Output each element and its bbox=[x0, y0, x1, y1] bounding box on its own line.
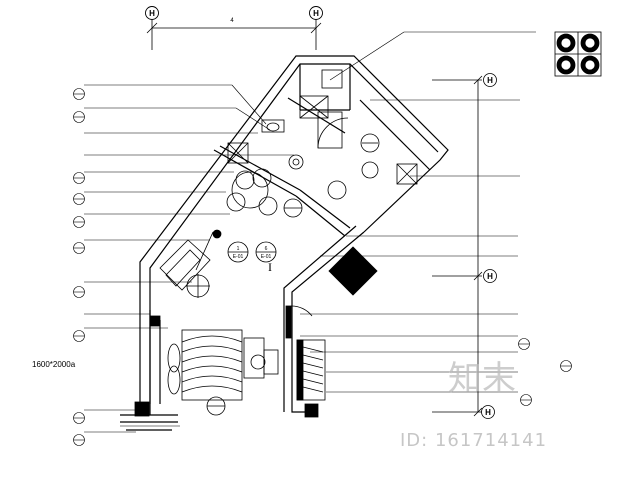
right-leader-lines bbox=[300, 31, 536, 393]
elevation-tag-1: 1 E-01 bbox=[227, 241, 249, 263]
elevation-tag-1-bottom: E-01 bbox=[233, 254, 244, 260]
wardrobe-hatch bbox=[296, 339, 326, 401]
bottom-column-left bbox=[134, 401, 150, 417]
grid-marker-right-2-label: H bbox=[487, 272, 493, 281]
grid-marker-right-3-label: H bbox=[485, 408, 491, 417]
right-circle-tags bbox=[518, 338, 572, 406]
watermark-logo: 知末 bbox=[448, 359, 516, 399]
shower-area bbox=[317, 111, 380, 200]
top-dimension-label: 4 bbox=[230, 18, 234, 24]
grid-marker-right-1-label: H bbox=[487, 76, 493, 85]
elevation-tag-2: 6 E-01 bbox=[255, 241, 277, 263]
toilet bbox=[261, 119, 285, 133]
watermark-id: ID: 161714141 bbox=[400, 430, 547, 451]
grid-marker-top-left-label: H bbox=[149, 9, 155, 18]
room-type-label: I bbox=[268, 260, 272, 274]
grid-marker-right-2: H bbox=[483, 269, 497, 283]
elevation-tag-2-top: 6 bbox=[265, 246, 268, 252]
round-table-set bbox=[226, 168, 303, 218]
grid-marker-top-left: H bbox=[145, 6, 159, 20]
grid-marker-top-right-label: H bbox=[313, 9, 319, 18]
bed-size-label: 1600*2000a bbox=[32, 360, 76, 369]
elevation-tag-2-bottom: E-01 bbox=[261, 254, 272, 260]
grid-marker-top-right: H bbox=[309, 6, 323, 20]
grid-marker-right-1: H bbox=[483, 73, 497, 87]
sofa bbox=[159, 229, 222, 298]
cabinet-x bbox=[227, 69, 418, 185]
bed bbox=[167, 329, 279, 401]
grid-marker-right-3: H bbox=[481, 405, 495, 419]
left-wall-column bbox=[149, 315, 161, 327]
bed-side-elevation-tag bbox=[206, 396, 226, 416]
wash-basin bbox=[288, 154, 304, 170]
structural-column bbox=[328, 246, 378, 296]
room-outline bbox=[120, 55, 449, 431]
left-circle-tags bbox=[73, 88, 85, 446]
right-grid-axis bbox=[432, 75, 483, 417]
top-dimension-line bbox=[146, 20, 322, 50]
elevation-tag-1-top: 1 bbox=[237, 246, 240, 252]
left-leader-lines bbox=[84, 84, 294, 433]
bottom-column-right bbox=[304, 403, 319, 418]
tile-pattern-legend bbox=[554, 31, 602, 77]
entry-door bbox=[285, 305, 313, 339]
